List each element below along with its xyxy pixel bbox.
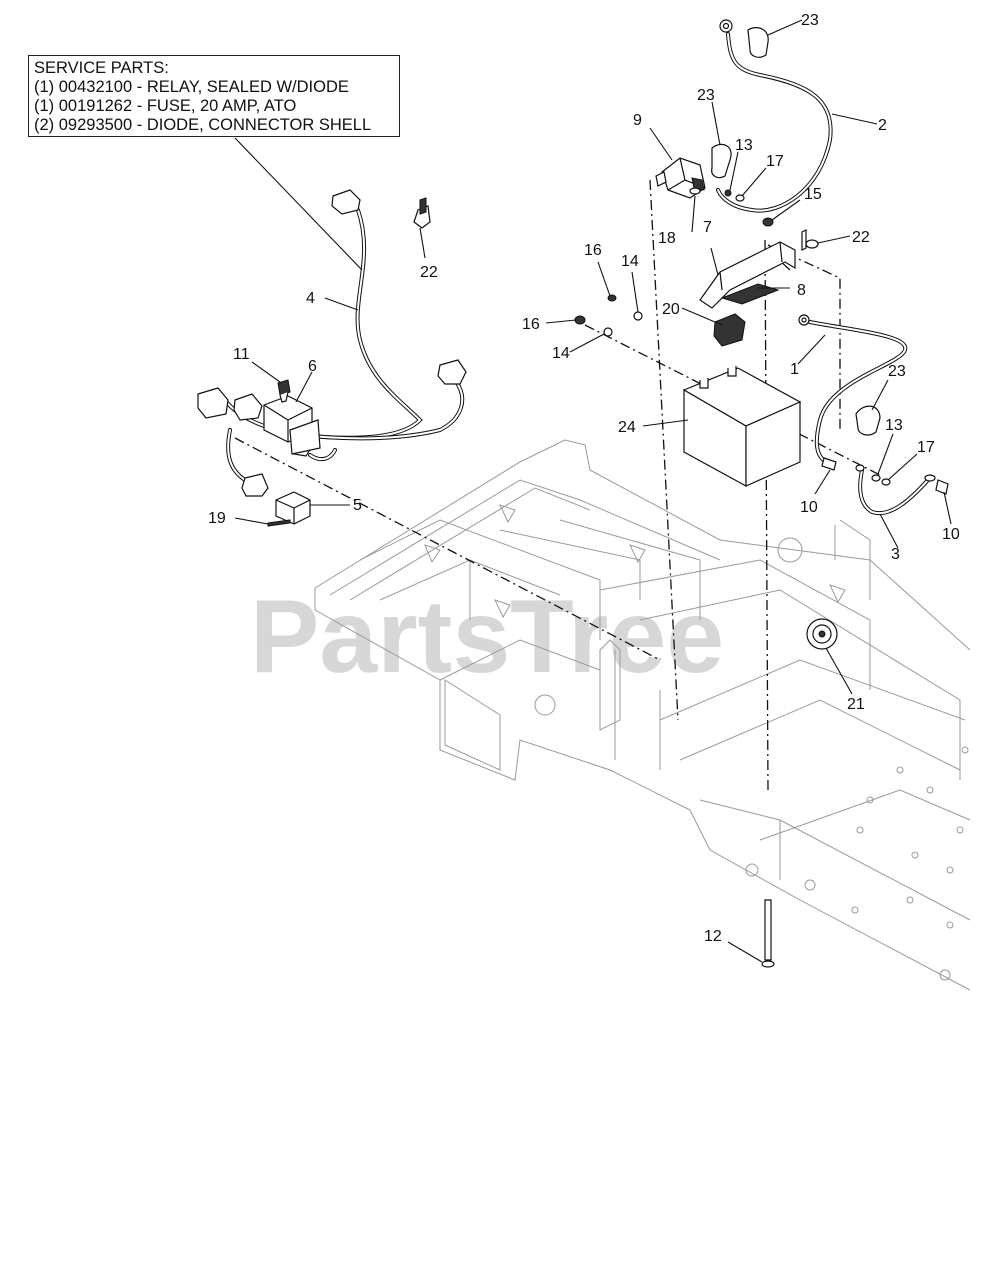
callout-3: 3 [891,546,900,563]
terminal-boot-23-right [855,405,881,436]
battery-pad-8 [720,283,780,305]
callout-19: 19 [208,510,226,527]
callout-17-right: 17 [917,439,935,456]
callout-18: 18 [658,230,676,247]
nut-17-right [881,478,891,486]
connector-22-right [801,229,819,251]
callout-5: 5 [353,497,362,514]
leader-lines [234,19,952,963]
callout-2: 2 [878,117,887,134]
nut-17-top [735,194,745,202]
washer-14-lower [603,327,613,337]
washer-16-lower [574,315,586,325]
callout-21: 21 [847,696,865,713]
callout-4: 4 [306,290,315,307]
callout-11: 11 [233,346,250,363]
fuse-11 [277,379,291,403]
washer-16-upper [607,294,617,302]
callout-14-upper: 14 [621,253,639,270]
bolt-10-right [935,479,949,495]
callout-16-upper: 16 [584,242,602,259]
connector-22-left [413,197,431,229]
nut-15 [762,217,774,227]
callout-22-left: 22 [420,264,438,281]
mower-frame [314,439,971,991]
service-parts-box: SERVICE PARTS: (1) 00432100 - RELAY, SEA… [28,55,400,137]
callout-7: 7 [703,219,712,236]
battery-24 [682,366,802,488]
callout-9: 9 [633,112,642,129]
assembly-centerlines [234,179,881,791]
callout-6: 6 [308,358,317,375]
callout-17-top: 17 [766,153,784,170]
callout-8: 8 [797,282,806,299]
ground-cable-3 [855,464,936,516]
callout-12: 12 [704,928,722,945]
nut-18 [689,187,701,195]
fuse-holder-6 [263,395,321,455]
callout-23-top: 23 [801,12,819,29]
callout-10-right: 10 [942,526,960,543]
callout-numbers: 4 22 11 6 5 19 9 23 13 17 23 2 18 15 22 … [208,12,960,945]
callout-13-right: 13 [885,417,903,434]
washer-13-right [871,474,881,482]
callout-13-top: 13 [735,137,753,154]
bolt-12 [761,899,775,968]
callout-24: 24 [618,419,636,436]
service-part-diode: (2) 09293500 - DIODE, CONNECTOR SHELL [34,116,372,134]
battery-bracket-7 [699,241,796,309]
callout-10-center: 10 [800,499,818,516]
callout-23-right: 23 [888,363,906,380]
service-part-fuse: (1) 00191262 - FUSE, 20 AMP, ATO [34,97,297,115]
relay-5 [275,491,311,525]
callout-1: 1 [790,361,799,378]
screw-19 [267,519,291,527]
terminal-boot-23-top [747,27,769,58]
watermark-text: PartsTree [250,579,724,695]
callout-23-mid: 23 [697,87,715,104]
terminal-cover-20 [713,313,746,347]
service-parts-heading: SERVICE PARTS: [34,59,169,77]
starter-solenoid-9 [655,157,706,199]
callout-15: 15 [804,186,822,203]
service-part-relay: (1) 00432100 - RELAY, SEALED W/DIODE [34,78,349,96]
battery-cable-2 [716,19,833,213]
ground-cable-1 [798,314,908,464]
callout-16-lower: 16 [522,316,540,333]
wire-harness-4 [197,189,467,497]
terminal-boot-23-mid [711,143,732,179]
washer-13-top [724,189,732,197]
callout-22-right: 22 [852,229,870,246]
callout-14-lower: 14 [552,345,570,362]
bolt-10-center [821,457,837,471]
callout-20: 20 [662,301,680,318]
grommet-21 [806,618,838,650]
washer-14-upper [633,311,643,321]
